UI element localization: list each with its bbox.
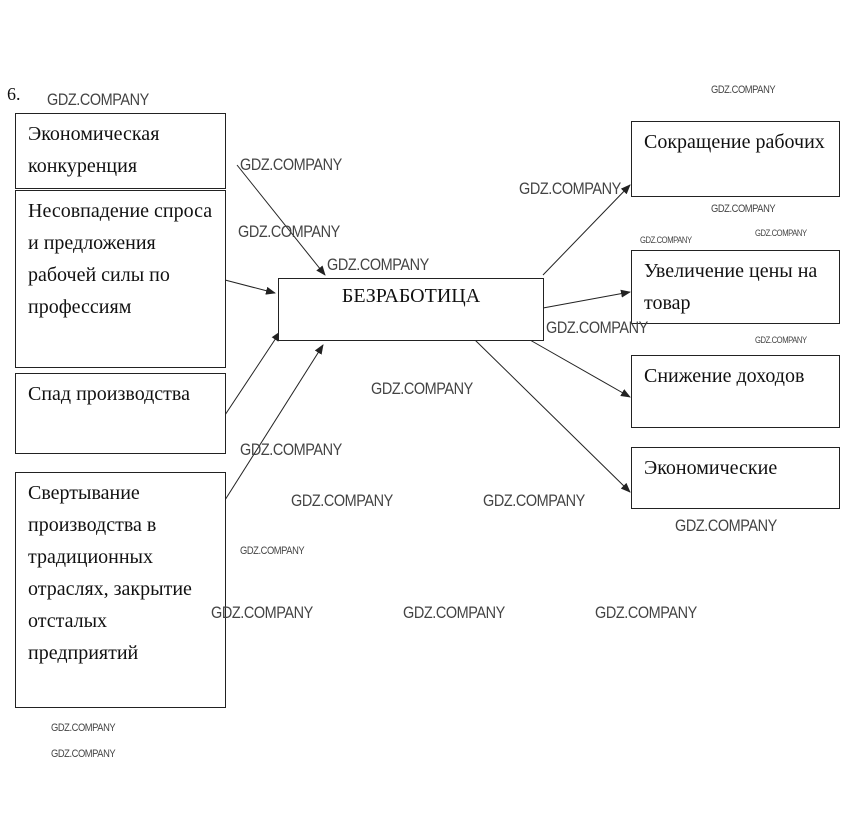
- arrow-effect-4: [474, 339, 631, 493]
- cause-box-2: Несовпадение спроса и предложения рабоче…: [15, 190, 226, 368]
- center-box-unemployment: БЕЗРАБОТИЦА: [278, 278, 544, 341]
- watermark: GDZ.COMPANY: [327, 255, 429, 274]
- watermark: GDZ.COMPANY: [240, 155, 342, 174]
- watermark: GDZ.COMPANY: [711, 84, 776, 96]
- arrow-cause-1: [236, 164, 326, 276]
- watermark: GDZ.COMPANY: [403, 603, 505, 622]
- watermark: GDZ.COMPANY: [519, 179, 621, 198]
- arrow-cause-4: [224, 344, 324, 501]
- watermark: GDZ.COMPANY: [240, 440, 342, 459]
- watermark: GDZ.COMPANY: [711, 203, 776, 215]
- cause-box-1: Экономическая конкуренция: [15, 113, 226, 189]
- effect-box-4: Экономические: [631, 447, 840, 509]
- watermark: GDZ.COMPANY: [51, 722, 116, 734]
- watermark: GDZ.COMPANY: [371, 379, 473, 398]
- cause-box-4: Свертывание производства в традиционных …: [15, 472, 226, 708]
- watermark: GDZ.COMPANY: [755, 335, 807, 345]
- watermark: GDZ.COMPANY: [483, 491, 585, 510]
- cause-box-3: Спад производства: [15, 373, 226, 454]
- watermark: GDZ.COMPANY: [595, 603, 697, 622]
- effect-box-3: Снижение доходов: [631, 355, 840, 428]
- arrow-cause-2: [224, 279, 276, 295]
- watermark: GDZ.COMPANY: [755, 228, 807, 238]
- watermark: GDZ.COMPANY: [47, 90, 149, 109]
- arrow-effect-2: [542, 289, 631, 309]
- effect-box-2: Увеличение цены на товар: [631, 250, 840, 324]
- watermark: GDZ.COMPANY: [211, 603, 313, 622]
- watermark: GDZ.COMPANY: [546, 318, 648, 337]
- task-number: 6.: [7, 84, 21, 104]
- arrow-effect-1: [542, 184, 631, 276]
- watermark: GDZ.COMPANY: [238, 222, 340, 241]
- arrow-effect-3: [529, 339, 631, 398]
- effect-box-1: Сокращение рабочих: [631, 121, 840, 197]
- watermark: GDZ.COMPANY: [240, 545, 305, 557]
- watermark: GDZ.COMPANY: [291, 491, 393, 510]
- arrow-cause-3: [224, 331, 281, 416]
- watermark: GDZ.COMPANY: [640, 235, 692, 245]
- watermark: GDZ.COMPANY: [675, 516, 777, 535]
- watermark: GDZ.COMPANY: [51, 748, 116, 760]
